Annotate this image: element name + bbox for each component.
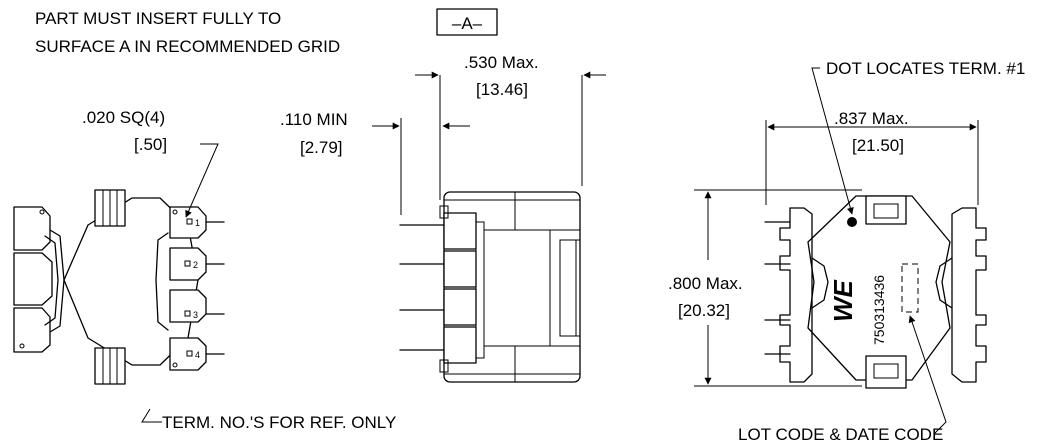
length-dim: .800 Max.	[668, 274, 743, 293]
length-dim-mm: [20.32]	[678, 301, 730, 320]
insert-note-line2: SURFACE A IN RECOMMENDED GRID	[35, 37, 340, 56]
pin-1-label: 1	[195, 218, 200, 228]
dot-note-leader	[811, 67, 854, 215]
side-view	[399, 191, 581, 383]
dot-note: DOT LOCATES TERM. #1	[826, 59, 1025, 78]
bottom-view: 1 2 3 4	[13, 189, 225, 385]
pin1-dot	[847, 217, 857, 227]
term-note-leader	[141, 408, 162, 423]
standoff-dim-mm: [2.79]	[300, 138, 343, 157]
pin-size-dim: .020 SQ(4)	[82, 108, 165, 127]
height-dim: .530 Max.	[464, 53, 539, 72]
lot-note-leader	[908, 315, 947, 435]
height-dim-mm: [13.46]	[476, 80, 528, 99]
width-dim: .837 Max.	[834, 109, 909, 128]
insert-note-line1: PART MUST INSERT FULLY TO	[35, 9, 281, 28]
term-note: TERM. NO.'S FOR REF. ONLY	[162, 413, 396, 432]
pin-size-dim-mm: [.50]	[134, 135, 167, 154]
lot-note: LOT CODE & DATE CODE	[738, 425, 943, 442]
part-number: 750313436	[871, 275, 887, 345]
pin-size-leader	[185, 143, 219, 218]
width-dim-mm: [21.50]	[852, 136, 904, 155]
datum-a-label: –A–	[452, 14, 483, 33]
pin-4-label: 4	[195, 350, 200, 360]
datum-a-box: –A–	[436, 8, 498, 36]
we-logo: WE	[828, 279, 858, 322]
pin-3-label: 3	[193, 310, 198, 320]
top-view: WE 750313436	[764, 195, 987, 389]
standoff-dim: .110 MIN	[280, 110, 348, 129]
pin-2-label: 2	[193, 260, 198, 270]
lot-code-box	[901, 263, 919, 313]
